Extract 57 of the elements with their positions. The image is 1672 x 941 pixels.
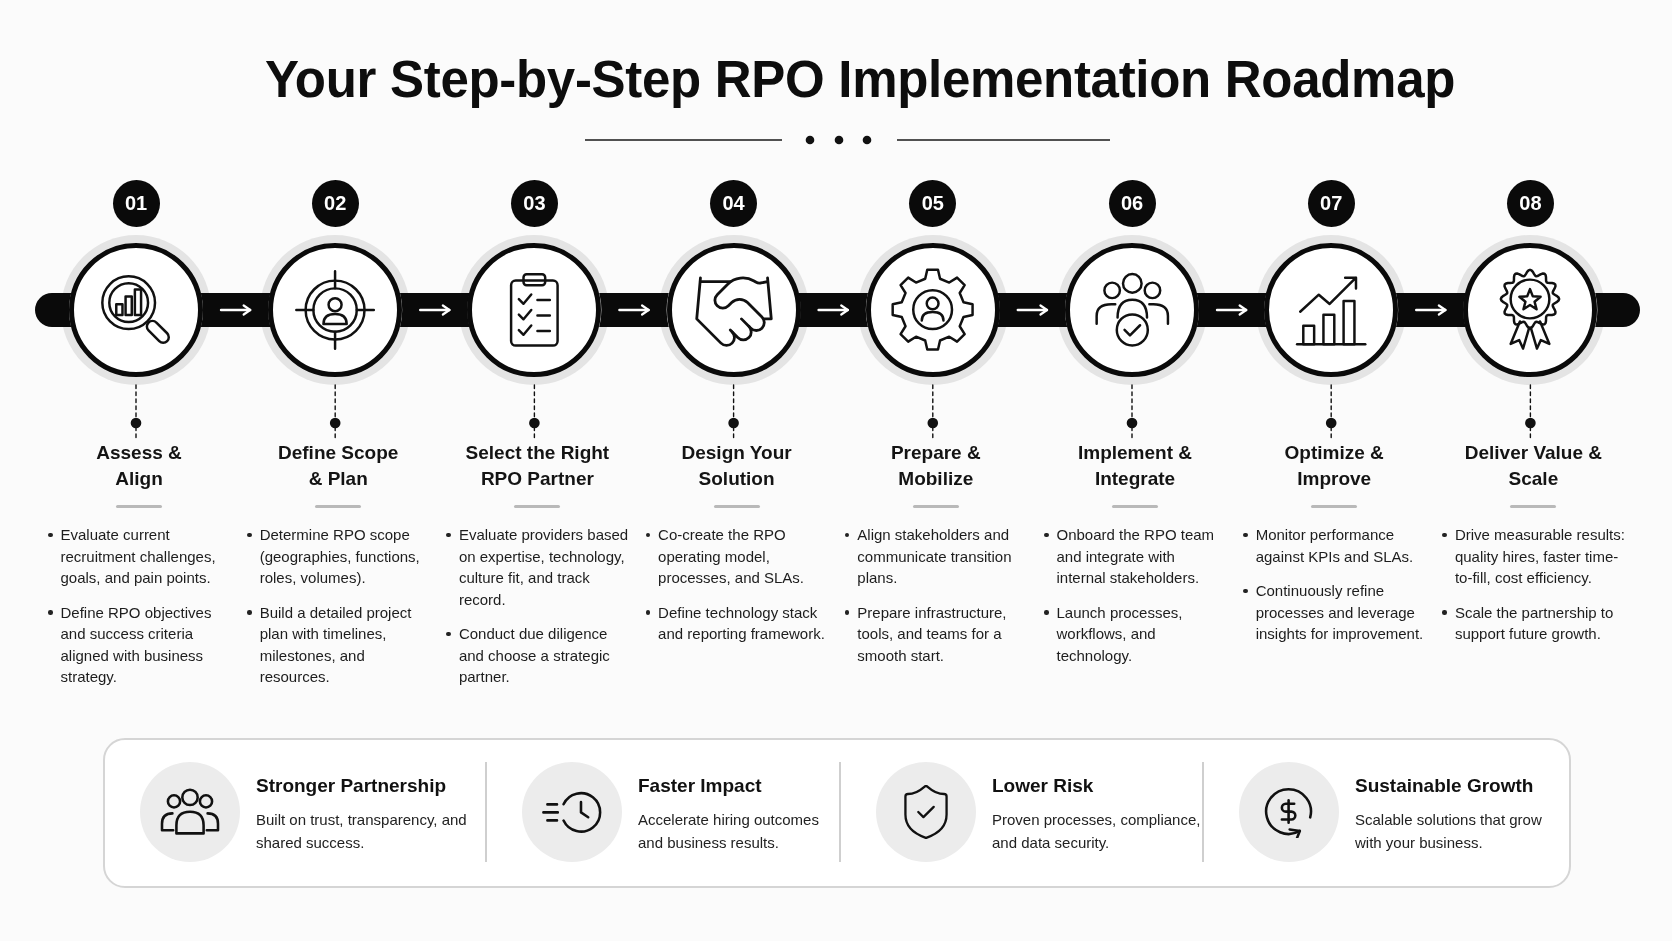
page-title: Your Step-by-Step RPO Implementation Roadmap: [264, 50, 1456, 110]
leader-line: [927, 384, 939, 441]
bullet-text: Define RPO objectives and success criteria aligned with business strategy.: [60, 602, 213, 687]
bullet-text: Monitor performance against KPIs and SLAs.: [1255, 525, 1415, 567]
bullet-text: Co-create the RPO operating model, processes, and SLAs.: [658, 525, 805, 588]
bullet-text: Onboard the RPO team and integrate with internal stakeholders.: [1056, 525, 1216, 588]
benefit-title: Faster Impact: [638, 774, 763, 798]
benefit-description: Proven processes, compliance, and data security.: [992, 810, 1202, 853]
number-badge: 07: [1307, 180, 1355, 227]
arrow: [817, 304, 849, 316]
leader-line: [1325, 384, 1337, 441]
leader-line: [728, 384, 739, 441]
number-badge: 04: [710, 180, 758, 227]
benefits-panel: [103, 738, 1571, 888]
number-badge: 03: [510, 180, 558, 227]
arrow: [1016, 304, 1049, 316]
bullet-text: Prepare infrastructure, tools, and teams for a smooth start.: [857, 602, 1008, 666]
bullet-text: Align stakeholders and communicate transition plans.: [857, 525, 1013, 588]
benefit-description: Scalable solutions that grow with your business.: [1355, 810, 1543, 853]
bullet-text: Evaluate providers based on expertise, technology, culture fit, and track record.: [458, 525, 630, 610]
benefit-title: Lower Risk: [992, 774, 1095, 798]
benefit-description: Accelerate hiring outcomes and business results.: [638, 810, 820, 853]
benefit-title: Stronger Partnership: [256, 774, 448, 798]
number-badge: 01: [112, 180, 160, 227]
step-title: Define Scope & Plan: [277, 441, 400, 491]
bullet-text: Scale the partnership to support future growth.: [1454, 602, 1615, 644]
step-title: Design Your Solution: [680, 441, 793, 491]
bullet-text: Drive measurable results: quality hires, faster time-to-fill, cost efficiency.: [1454, 525, 1626, 588]
bullet-text: Determine RPO scope (geographies, functions, roles, volumes).: [259, 525, 421, 588]
arrow: [618, 304, 650, 316]
step-title: Prepare & Mobilize: [889, 441, 982, 491]
number-badge: 08: [1506, 180, 1554, 227]
arrow: [1415, 304, 1447, 316]
arrow: [219, 304, 252, 316]
bullet-text: Define technology stack and reporting framework.: [658, 602, 826, 644]
leader-line: [529, 384, 540, 441]
step-title: Implement & Integrate: [1077, 441, 1193, 491]
leader-line: [1126, 384, 1138, 441]
leader-line: [1525, 384, 1536, 441]
benefit-description: Built on trust, transparency, and shared success.: [256, 810, 468, 853]
leader-line: [329, 384, 341, 441]
number-badge: 05: [909, 180, 957, 227]
number-badge: 02: [311, 180, 359, 227]
step-title: Deliver Value & Scale: [1463, 441, 1604, 491]
bullet-text: Launch processes, workflows, and technology.: [1056, 602, 1184, 666]
leader-line: [130, 384, 142, 441]
step-title: Optimize & Improve: [1283, 441, 1385, 491]
number-badge: 06: [1108, 180, 1156, 227]
benefit-title: Sustainable Growth: [1355, 774, 1535, 798]
step-title: Select the Right RPO Partner: [464, 441, 611, 491]
arrow: [419, 304, 451, 316]
bullet-text: Conduct due diligence and choose a strategic partner.: [458, 624, 611, 687]
bullet-text: Continuously refine processes and leverage insights for improvement.: [1255, 581, 1425, 644]
bullet-text: Build a detailed project plan with timelines, milestones, and resources.: [259, 602, 413, 687]
arrow: [1215, 304, 1248, 316]
step-title: Assess & Align: [95, 441, 183, 491]
bullet-text: Evaluate current recruitment challenges, goals, and pain points.: [60, 525, 217, 588]
